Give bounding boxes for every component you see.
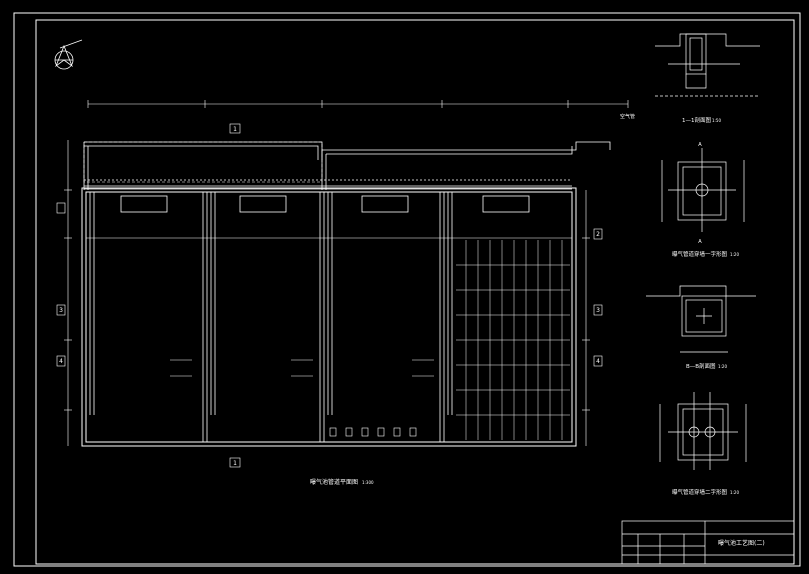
inlet-boxes xyxy=(120,195,530,213)
sheet-border-outer xyxy=(13,12,801,567)
cut-marker-bottom-box xyxy=(229,457,241,468)
section-1-drawing xyxy=(655,33,760,97)
section-1-scale: 1:50 xyxy=(712,118,721,123)
main-air-pipe xyxy=(83,141,611,190)
axis-label-right-4: 4 xyxy=(596,358,600,365)
detail-a-title: 曝气管道穿墙一字形图 xyxy=(672,250,728,258)
axis-label-left-4: 4 xyxy=(59,358,63,365)
axis-label-right-2: 2 xyxy=(596,231,600,238)
section-1-title: 1—1剖面图 xyxy=(682,116,711,124)
dashed-zone xyxy=(83,141,323,183)
main-plan-scale: 1:300 xyxy=(362,480,374,485)
detail-a-drawing xyxy=(661,148,745,232)
main-plan-title: 曝气池管道平面图 xyxy=(310,478,358,486)
annotation-leaders xyxy=(170,359,434,377)
north-arrow-icon xyxy=(54,39,83,70)
bottom-valve-row xyxy=(329,427,417,447)
sheet-border-inner xyxy=(35,19,795,565)
cut-marker-bottom: 1 xyxy=(233,460,237,467)
detail-c-scale: 1:20 xyxy=(730,490,739,495)
diffuser-grid xyxy=(456,240,570,440)
detail-a-mark-bottom: A xyxy=(698,239,702,245)
axis-label-left-3: 3 xyxy=(59,307,63,314)
pipe-note: 空气管 xyxy=(620,113,635,120)
title-block-name: 曝气池工艺图(二) xyxy=(718,539,765,547)
right-dimension-line xyxy=(582,190,590,446)
axis-markers xyxy=(56,202,603,367)
title-block xyxy=(621,520,795,565)
cut-marker-top: 1 xyxy=(233,126,237,133)
partition-walls xyxy=(89,192,453,442)
section-b-scale: 1:20 xyxy=(718,364,727,369)
section-b-drawing xyxy=(646,285,756,353)
detail-a-scale: 1:20 xyxy=(730,252,739,257)
section-b-title: B—B剖面图 xyxy=(686,362,716,370)
detail-a-mark-top: A xyxy=(698,142,702,148)
detail-c-drawing xyxy=(659,392,747,470)
top-dimension-line xyxy=(87,100,629,108)
tank-walls xyxy=(81,187,577,447)
detail-c-title: 曝气管道穿墙二字形图 xyxy=(672,488,728,496)
axis-label-right-3: 3 xyxy=(596,307,600,314)
cut-marker-top-box xyxy=(229,123,241,134)
left-dimension-line xyxy=(64,140,72,446)
